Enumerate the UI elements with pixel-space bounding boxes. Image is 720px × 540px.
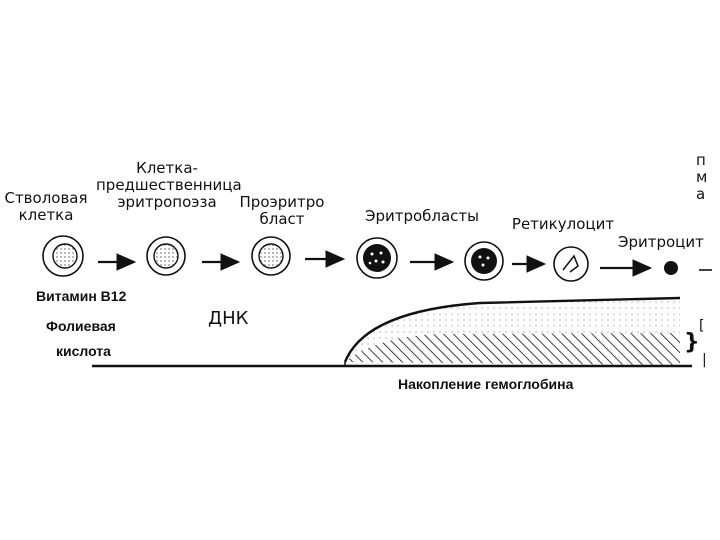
right-bracket-bottom: | xyxy=(702,352,714,369)
label-reticulocyte: Ретикулоцит xyxy=(505,216,621,233)
hemoglobin-label: Накопление гемоглобина xyxy=(398,376,573,392)
cell-reticulocyte xyxy=(554,247,588,281)
right-bracket-top: [ xyxy=(699,318,715,335)
hemoglobin-area xyxy=(345,298,680,366)
folic-acid-label-2: кислота xyxy=(56,343,111,359)
cell-precursor xyxy=(147,237,185,275)
label-erythrocyte: Эритроцит xyxy=(618,234,720,251)
right-brace: } xyxy=(684,334,700,351)
cell-erythroblast-2 xyxy=(465,242,503,280)
vitamin-b12-label: Витамин В12 xyxy=(36,288,126,304)
cell-erythroblast-1 xyxy=(357,238,397,278)
label-erythroblasts: Эритробласты xyxy=(352,208,492,225)
dna-label: ДНК xyxy=(208,310,248,327)
folic-acid-label-1: Фолиевая xyxy=(46,318,116,334)
cell-erythrocyte xyxy=(664,261,678,275)
cell-proerythroblast xyxy=(252,237,290,275)
cell-stem xyxy=(43,236,83,276)
